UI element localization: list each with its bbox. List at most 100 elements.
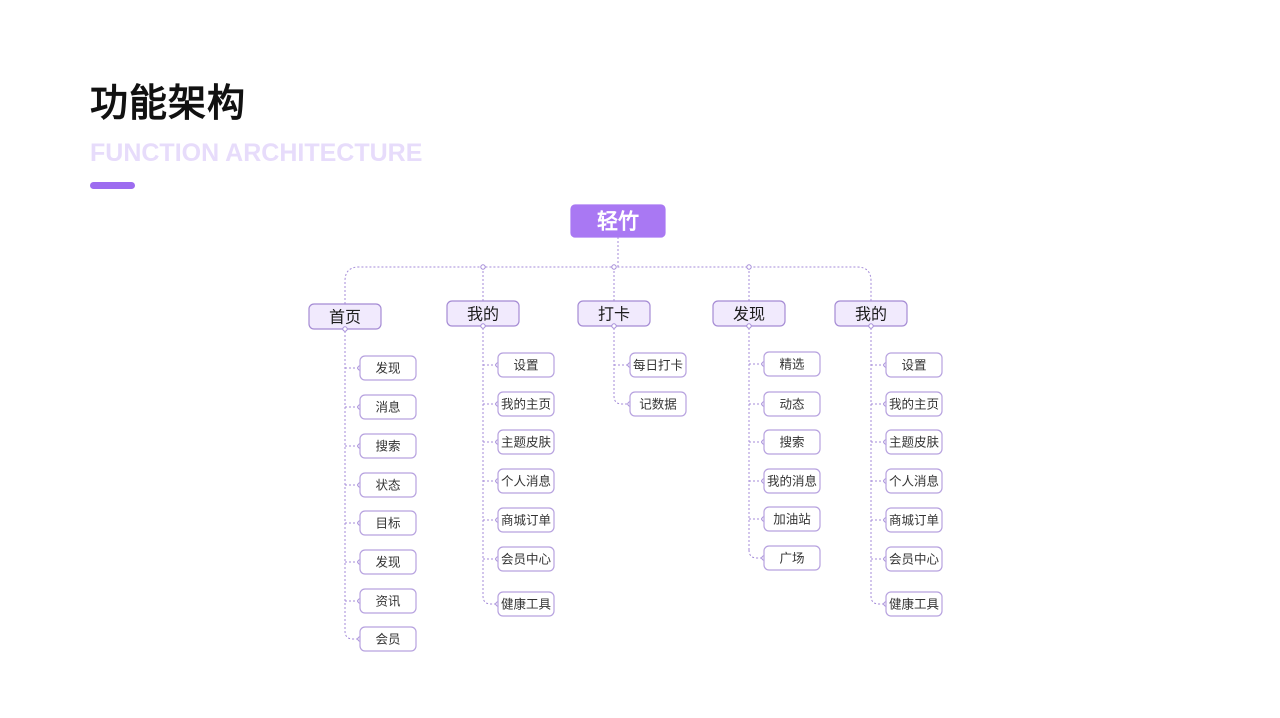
branch-1-spine-end xyxy=(482,595,498,605)
branch-1-leaf-3: 个人消息 xyxy=(497,468,555,494)
branch-1-leaf-5: 会员中心 xyxy=(497,546,555,572)
branch-0-leaf-1-label: 消息 xyxy=(375,400,400,415)
branch-3-leaf-4-label: 加油站 xyxy=(773,512,811,527)
branch-2-spine-end xyxy=(613,395,630,405)
accent-bar xyxy=(90,182,135,189)
branch-4-leaf-6-label: 健康工具 xyxy=(889,597,940,612)
branch-3-spine-dot xyxy=(746,323,752,329)
root-node: 轻竹 xyxy=(570,204,666,238)
branch-1-leaf-5-box xyxy=(497,546,555,572)
branch-3-leaf-4-box xyxy=(763,506,821,532)
branch-4-leaf-0-box xyxy=(885,352,943,378)
branch-0-spine-dot xyxy=(342,326,348,332)
branch-1-leaf-6-label: 健康工具 xyxy=(501,597,552,612)
branch-3-leaf-2: 搜索 xyxy=(763,429,821,455)
branch-node-4: 我的 xyxy=(834,300,908,327)
branch-3-spine-end xyxy=(748,549,764,559)
branch-4-leaf-1-box xyxy=(885,391,943,417)
branch-3-leaf-0-box xyxy=(763,351,821,377)
bus-junction-dot-2 xyxy=(611,264,617,270)
branch-4-leaf-2-label: 主题皮肤 xyxy=(889,435,940,450)
branch-3-leaf-5-box xyxy=(763,545,821,571)
root-node-label: 轻竹 xyxy=(597,210,639,234)
branch-3-leaf-4: 加油站 xyxy=(763,506,821,532)
branch-1-leaf-4-box xyxy=(497,507,555,533)
branch-node-2-label: 打卡 xyxy=(598,304,630,323)
root-node-box xyxy=(570,204,666,238)
branch-2-leaf-1: 记数据 xyxy=(629,391,687,417)
branch-1-leaf-1: 我的主页 xyxy=(497,391,555,417)
branch-3-leaf-0: 精选 xyxy=(763,351,821,377)
branch-1-leaf-2: 主题皮肤 xyxy=(497,429,555,455)
branch-node-0: 首页 xyxy=(308,303,382,330)
branch-4-spine-dot xyxy=(868,323,874,329)
bus-junction-dot-1 xyxy=(480,264,486,270)
branch-3-leaf-1-box xyxy=(763,391,821,417)
branch-0-leaf-6-box xyxy=(359,588,417,614)
branch-2-leaf-0-label: 每日打卡 xyxy=(633,358,683,373)
branch-0-leaf-0-label: 发现 xyxy=(375,361,400,376)
branch-node-3: 发现 xyxy=(712,300,786,327)
branch-0-leaf-6-label: 资讯 xyxy=(375,594,401,609)
branch-2-leaf-0: 每日打卡 xyxy=(629,352,687,378)
branch-1-leaf-2-box xyxy=(497,429,555,455)
branch-2-leaf-0-box xyxy=(629,352,687,378)
branch-0-spine-end xyxy=(344,630,360,640)
branch-4-leaf-3-label: 个人消息 xyxy=(889,474,939,489)
branch-node-0-label: 首页 xyxy=(329,307,361,326)
branch-0-leaf-1-box xyxy=(359,394,417,420)
branch-0-leaf-3-box xyxy=(359,472,417,498)
branch-1-leaf-0: 设置 xyxy=(497,352,555,378)
branch-4-leaf-3-box xyxy=(885,468,943,494)
branch-2-leaf-1-label: 记数据 xyxy=(639,397,677,412)
branch-2-spine-dot xyxy=(611,323,617,329)
branch-3-leaf-5: 广场 xyxy=(763,545,821,571)
branch-1-leaf-3-label: 个人消息 xyxy=(501,474,551,489)
page-subtitle: FUNCTION ARCHITECTURE xyxy=(90,139,423,167)
branch-0-leaf-5: 发现 xyxy=(359,549,417,575)
branch-2-leaf-1-box xyxy=(629,391,687,417)
branch-node-2: 打卡 xyxy=(577,300,651,327)
branch-3-leaf-2-label: 搜索 xyxy=(779,435,804,450)
branch-4-leaf-0: 设置 xyxy=(885,352,943,378)
branch-1-leaf-6-box xyxy=(497,591,555,617)
branch-0-leaf-0-box xyxy=(359,355,417,381)
branch-0-leaf-4-label: 目标 xyxy=(375,516,400,531)
branch-4-leaf-5: 会员中心 xyxy=(885,546,943,572)
branch-4-leaf-4: 商城订单 xyxy=(885,507,943,533)
branch-1-leaf-3-box xyxy=(497,468,555,494)
branch-4-spine-end xyxy=(870,595,886,605)
branch-0-leaf-3: 状态 xyxy=(359,472,417,498)
branch-0-leaf-7-label: 会员 xyxy=(375,632,400,647)
branch-4-leaf-1: 我的主页 xyxy=(885,391,943,417)
branch-0-leaf-2-box xyxy=(359,433,417,459)
branch-0-leaf-3-label: 状态 xyxy=(375,478,400,493)
branch-node-1: 我的 xyxy=(446,300,520,327)
branch-0-leaf-5-label: 发现 xyxy=(375,555,400,570)
branch-3-leaf-3-box xyxy=(763,468,821,494)
branch-0-leaf-4-box xyxy=(359,510,417,536)
branch-4-leaf-4-box xyxy=(885,507,943,533)
branch-1-leaf-1-label: 我的主页 xyxy=(501,397,551,412)
branch-3-leaf-0-label: 精选 xyxy=(779,357,805,372)
branch-0-leaf-6: 资讯 xyxy=(359,588,417,614)
bus-junction-dot-3 xyxy=(746,264,752,270)
branch-1-leaf-0-label: 设置 xyxy=(513,358,538,373)
branch-1-leaf-1-box xyxy=(497,391,555,417)
branch-1-spine-dot xyxy=(480,323,486,329)
branch-4-leaf-4-label: 商城订单 xyxy=(889,513,939,528)
branch-3-leaf-3: 我的消息 xyxy=(763,468,821,494)
page-title: 功能架构 xyxy=(90,81,247,125)
branch-4-leaf-2: 主题皮肤 xyxy=(885,429,943,455)
branch-1-leaf-5-label: 会员中心 xyxy=(501,552,552,567)
branch-1-leaf-6: 健康工具 xyxy=(497,591,555,617)
branch-0-leaf-4: 目标 xyxy=(359,510,417,536)
branch-4-leaf-3: 个人消息 xyxy=(885,468,943,494)
branch-1-leaf-4: 商城订单 xyxy=(497,507,555,533)
branch-3-leaf-3-label: 我的消息 xyxy=(767,474,817,489)
branch-0-leaf-5-box xyxy=(359,549,417,575)
branch-node-4-label: 我的 xyxy=(855,304,887,323)
branch-4-leaf-2-box xyxy=(885,429,943,455)
branch-3-leaf-5-label: 广场 xyxy=(779,551,804,566)
